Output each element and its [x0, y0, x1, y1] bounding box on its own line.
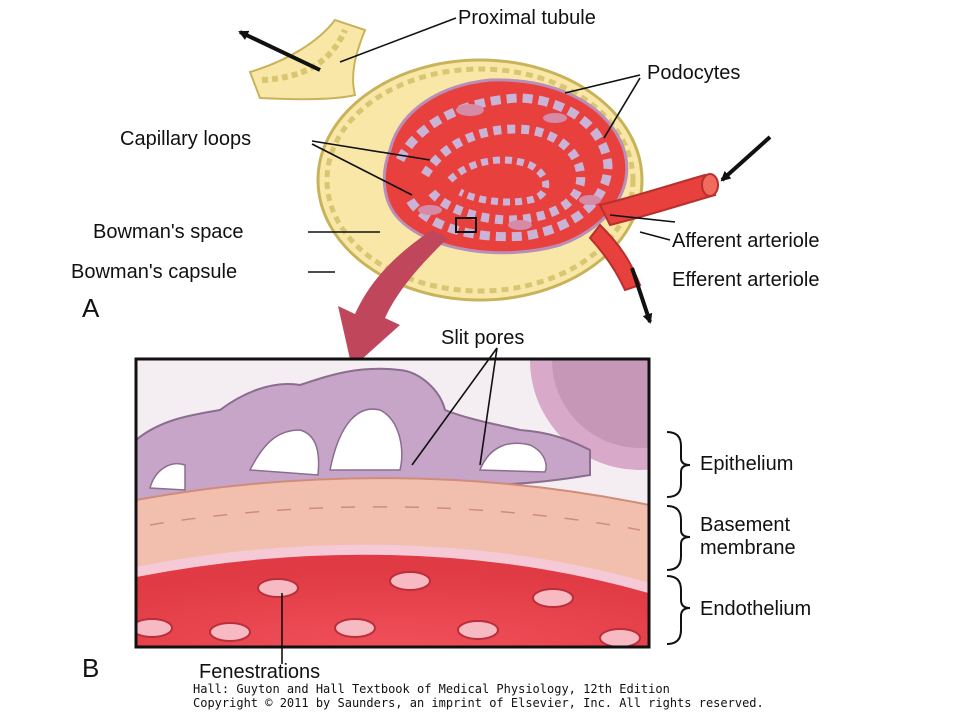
label-bowmans-capsule: Bowman's capsule	[71, 261, 238, 283]
label-capillary-loops: Capillary loops	[120, 128, 252, 150]
fenestration-holes	[136, 571, 641, 647]
flow-arrows	[238, 30, 772, 324]
panel-b-letter: B	[82, 653, 100, 683]
credit-line-2: Copyright © 2011 by Saunders, an imprint…	[193, 696, 764, 710]
label-bowmans-space: Bowman's space	[93, 221, 244, 243]
magnify-pointer-arrow	[338, 230, 448, 368]
panel-b-leader-lines	[281, 347, 498, 664]
layer-brackets	[666, 431, 691, 645]
credit-line-1: Hall: Guyton and Hall Textbook of Medica…	[193, 682, 670, 696]
label-epithelium: Epithelium	[700, 453, 794, 475]
panel-b-illustration	[136, 359, 649, 647]
panel-a-letter: A	[82, 293, 100, 323]
panel-a-leader-lines	[308, 17, 676, 273]
label-slit-pores: Slit pores	[441, 327, 525, 349]
label-efferent-arteriole: Efferent arteriole	[672, 269, 820, 291]
label-proximal-tubule: Proximal tubule	[458, 7, 596, 29]
capillary-tuft	[382, 78, 629, 255]
proximal-tubule-shape	[248, 18, 367, 101]
label-basement-line1: Basement	[700, 514, 791, 536]
label-basement-line2: membrane	[700, 537, 796, 559]
efferent-arteriole-shape	[588, 223, 642, 292]
label-podocytes: Podocytes	[647, 62, 741, 84]
panel-b-frame	[134, 357, 651, 649]
label-endothelium: Endothelium	[700, 598, 812, 620]
label-fenestrations: Fenestrations	[199, 661, 321, 683]
label-afferent-arteriole: Afferent arteriole	[672, 230, 820, 252]
